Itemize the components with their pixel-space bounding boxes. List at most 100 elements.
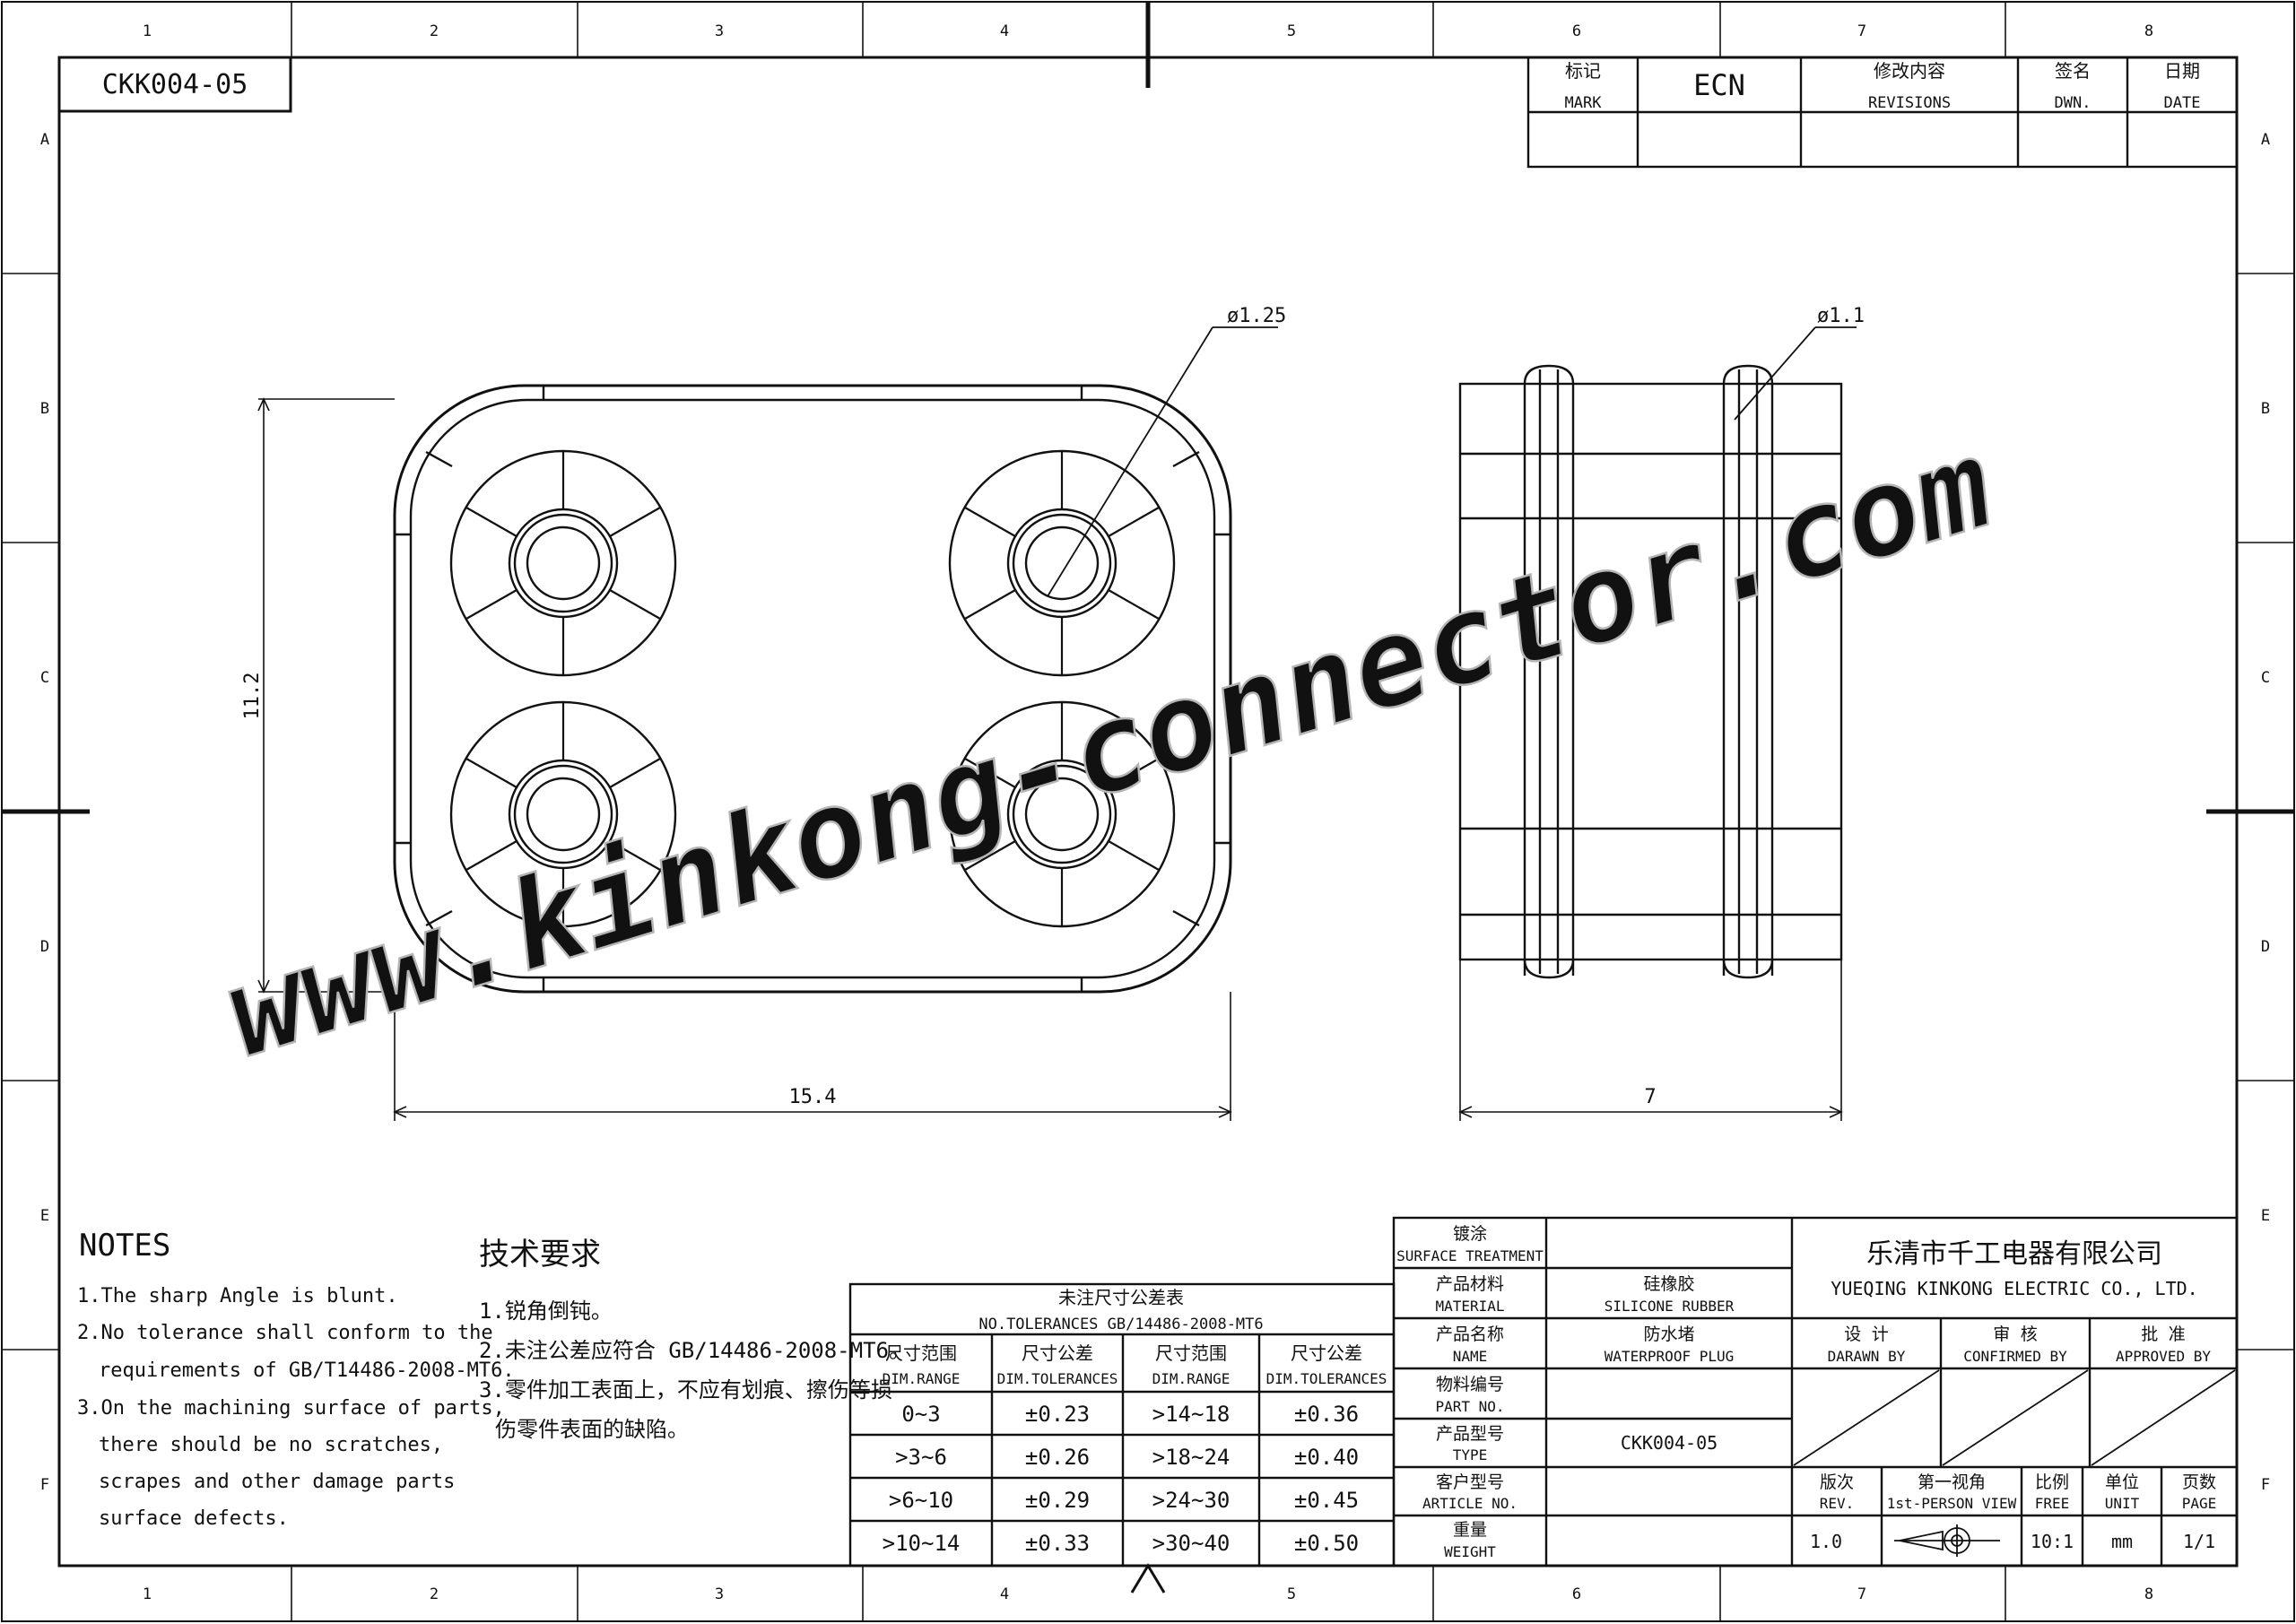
row-label-c-right: C xyxy=(2261,669,2270,687)
tol-r1-tol2: ±0.36 xyxy=(1294,1402,1359,1427)
tb-scale-cn: 比例 xyxy=(2035,1472,2069,1492)
row-label-d-right: D xyxy=(2261,938,2270,956)
tol-r1-range1: 0~3 xyxy=(901,1402,940,1427)
plug-outline-inner xyxy=(409,398,1216,979)
plug-outline-outer xyxy=(393,384,1232,994)
col-label-7: 7 xyxy=(1857,22,1866,40)
tol-h-tol1-cn: 尺寸公差 xyxy=(1022,1342,1093,1364)
rev-date-cn: 日期 xyxy=(2164,60,2200,82)
rev-date-en: DATE xyxy=(2164,94,2201,112)
dim-side-width: 7 xyxy=(1644,1086,1656,1108)
col-label-6-bottom: 6 xyxy=(1572,1585,1581,1603)
tb-unit-cn: 单位 xyxy=(2105,1472,2139,1492)
notes-en-3c: scrapes and other damage parts xyxy=(99,1471,455,1493)
notes-cn-title: 技术要求 xyxy=(479,1237,601,1272)
row-label-e: E xyxy=(40,1207,49,1225)
tol-title-en: NO.TOLERANCES GB/14486-2008-MT6 xyxy=(978,1316,1263,1333)
dim-width: 15.4 xyxy=(789,1086,837,1108)
dim-d11: ø1.1 xyxy=(1817,305,1865,327)
rev-dwn-cn: 签名 xyxy=(2055,60,2091,82)
notes-en-title: NOTES xyxy=(79,1228,170,1264)
tb-material-en: MATERIAL xyxy=(1435,1298,1504,1315)
dim-height: 11.2 xyxy=(241,673,264,720)
tol-r3-tol1: ±0.29 xyxy=(1025,1488,1090,1513)
tol-r3-tol2: ±0.45 xyxy=(1294,1488,1359,1513)
dim-d125: ø1.25 xyxy=(1227,305,1286,327)
tb-review-cn: 审 核 xyxy=(1993,1324,2037,1344)
col-label-4-bottom: 4 xyxy=(1000,1585,1009,1603)
side-dimensions xyxy=(1458,960,1843,1121)
tb-design-en: DARAWN BY xyxy=(1828,1348,1906,1365)
notes-cn-3b: 伤零件表面的缺陷。 xyxy=(495,1417,689,1442)
col-label-4: 4 xyxy=(1000,22,1009,40)
tol-h-range1-en: DIM.RANGE xyxy=(883,1370,961,1387)
title-block xyxy=(1392,1216,2239,1568)
leader-d125 xyxy=(1047,326,1213,597)
tb-material-val-en: SILICONE RUBBER xyxy=(1605,1298,1735,1315)
notes-en-3d: surface defects. xyxy=(99,1507,289,1530)
tb-name-en: NAME xyxy=(1453,1348,1488,1365)
front-dimensions xyxy=(257,397,1232,1121)
tb-name-val-en: WATERPROOF PLUG xyxy=(1605,1348,1735,1365)
tb-material-cn: 产品材料 xyxy=(1436,1274,1504,1294)
row-label-c: C xyxy=(40,669,49,687)
tb-surface-en: SURFACE TREATMENT xyxy=(1396,1247,1544,1264)
rev-dwn-en: DWN. xyxy=(2055,94,2092,112)
tb-company-en: YUEQING KINKONG ELECTRIC CO., LTD. xyxy=(1831,1278,2197,1299)
rev-revisions-en: REVISIONS xyxy=(1868,94,1951,112)
tol-r2-tol1: ±0.26 xyxy=(1025,1445,1090,1470)
row-label-a-right: A xyxy=(2261,131,2270,149)
tol-r3-range1: >6~10 xyxy=(889,1488,953,1513)
notes-en: NOTES 1.The sharp Angle is blunt. 2.No t… xyxy=(77,1228,515,1530)
row-label-f: F xyxy=(40,1476,49,1494)
rev-mark-cn: 标记 xyxy=(1565,60,1601,82)
cavity-top-left xyxy=(449,449,677,677)
tb-weight-cn: 重量 xyxy=(1453,1520,1487,1540)
tb-material-val-cn: 硅橡胶 xyxy=(1643,1274,1694,1294)
notes-cn-2: 2.未注公差应符合 GB/14486-2008-MT6。 xyxy=(479,1338,910,1363)
tb-article-en: ARTICLE NO. xyxy=(1422,1495,1518,1512)
drawing-code: CKK004-05 xyxy=(102,69,248,100)
notes-cn: 技术要求 1.锐角倒钝。 2.未注公差应符合 GB/14486-2008-MT6… xyxy=(479,1237,910,1442)
row-label-b-right: B xyxy=(2261,400,2270,418)
col-label-8: 8 xyxy=(2144,22,2153,40)
tb-type-val: CKK004-05 xyxy=(1621,1432,1718,1454)
tb-page-en: PAGE xyxy=(2182,1495,2217,1512)
col-label-3: 3 xyxy=(715,22,724,40)
tb-company-cn: 乐清市千工电器有限公司 xyxy=(1866,1238,2162,1270)
tol-r2-range2: >18~24 xyxy=(1152,1445,1231,1470)
tb-type-cn: 产品型号 xyxy=(1436,1424,1504,1444)
tb-review-en: CONFIRMED BY xyxy=(1963,1348,2067,1365)
tb-name-val-cn: 防水堵 xyxy=(1643,1324,1694,1344)
rev-revisions-cn: 修改内容 xyxy=(1874,60,1945,82)
tb-view-cn: 第一视角 xyxy=(1918,1472,1986,1492)
tb-unit-val: mm xyxy=(2111,1531,2133,1552)
tol-r1-range2: >14~18 xyxy=(1152,1402,1231,1427)
notes-cn-1: 1.锐角倒钝。 xyxy=(479,1298,613,1324)
tol-h-range2-en: DIM.RANGE xyxy=(1152,1370,1231,1387)
tol-h-range2-cn: 尺寸范围 xyxy=(1155,1342,1227,1364)
notes-en-2b: requirements of GB/T14486-2008-MT6. xyxy=(99,1359,515,1382)
tb-partno-en: PART NO. xyxy=(1435,1398,1504,1415)
tb-page-val: 1/1 xyxy=(2183,1531,2215,1552)
side-view xyxy=(1458,364,1843,979)
tb-rev-en: REV. xyxy=(1820,1495,1855,1512)
tol-r1-tol1: ±0.23 xyxy=(1025,1402,1090,1427)
notes-en-3a: 3.On the machining surface of parts, xyxy=(77,1397,505,1420)
tb-rev-cn: 版次 xyxy=(1820,1472,1854,1492)
col-label-1: 1 xyxy=(143,22,152,40)
bottom-center-arrow xyxy=(1130,1563,1166,1594)
tol-r2-tol2: ±0.40 xyxy=(1294,1445,1359,1470)
row-label-a: A xyxy=(40,131,49,149)
cavity-top-right xyxy=(948,449,1176,677)
tol-h-tol2-en: DIM.TOLERANCES xyxy=(1266,1370,1387,1387)
notes-en-3b: there should be no scratches, xyxy=(99,1434,443,1456)
tb-scale-en: FREE xyxy=(2035,1495,2070,1512)
tol-r4-tol2: ±0.50 xyxy=(1294,1531,1359,1556)
drawing-code-box xyxy=(57,56,292,113)
notes-cn-3a: 3.零件加工表面上，不应有划痕、擦伤等损 xyxy=(479,1377,892,1403)
rev-ecn: ECN xyxy=(1693,68,1745,102)
notes-en-1: 1.The sharp Angle is blunt. xyxy=(77,1285,398,1307)
